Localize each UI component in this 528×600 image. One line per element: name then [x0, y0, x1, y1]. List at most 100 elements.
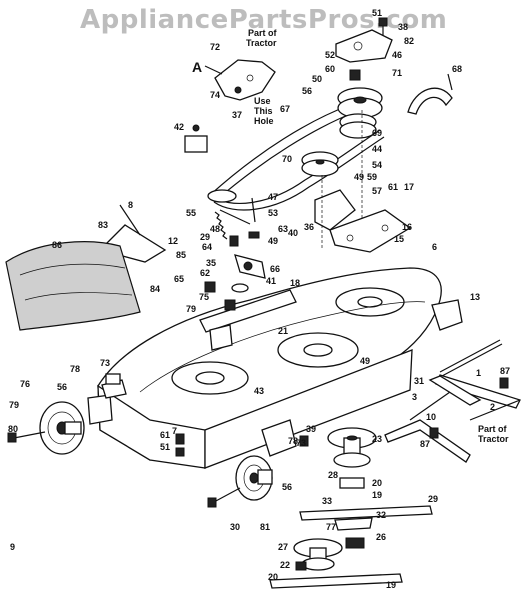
callout-56: 56 [57, 382, 67, 392]
callout-67: 67 [280, 104, 290, 114]
note-use-this-hole-line2: This [254, 106, 273, 116]
callout-75: 75 [199, 292, 209, 302]
note-part-of-tractor-top-line1: Part of [248, 28, 278, 38]
spindle-assembly-23 [327, 427, 377, 468]
bolt-75 [204, 281, 216, 293]
callout-49: 49 [354, 172, 364, 182]
bolt-81 [207, 487, 241, 508]
tractor-bracket-top-right [335, 29, 393, 63]
callout-59: 59 [367, 172, 377, 182]
callout-69: 69 [372, 128, 382, 138]
callout-10: 10 [426, 412, 436, 422]
callout-41: 41 [266, 276, 276, 286]
callout-3: 3 [412, 392, 417, 402]
pulley-71 [337, 87, 383, 119]
callout-2: 2 [490, 402, 495, 412]
callout-80: 80 [8, 424, 18, 434]
bolt-42 [192, 124, 200, 132]
callout-50: 50 [312, 74, 322, 84]
callout-21: 21 [278, 326, 288, 336]
callout-9: 9 [10, 542, 15, 552]
callout-35: 35 [206, 258, 216, 268]
callout-49: 49 [268, 236, 278, 246]
callout-78: 78 [288, 436, 298, 446]
callout-60: 60 [325, 64, 335, 74]
bolt-48 [229, 235, 239, 247]
callout-22: 22 [280, 560, 290, 570]
callout-48: 48 [210, 224, 220, 234]
belt-guide-68 [407, 87, 453, 115]
callout-15: 15 [394, 234, 404, 244]
callout-17: 17 [404, 182, 414, 192]
marker-a-left: A [192, 59, 202, 75]
bracket-73-left [105, 373, 121, 385]
callout-66: 66 [270, 264, 280, 274]
callout-28: 28 [328, 470, 338, 480]
callout-79: 79 [9, 400, 19, 410]
callout-64: 64 [202, 242, 212, 252]
pulley-69 [339, 113, 377, 139]
bolt-47 [251, 197, 256, 223]
callout-37: 37 [232, 110, 242, 120]
callout-20: 20 [372, 478, 382, 488]
callout-31: 31 [414, 376, 424, 386]
callout-49: 49 [360, 356, 370, 366]
callout-85: 85 [176, 250, 186, 260]
callout-56: 56 [302, 86, 312, 96]
callout-29: 29 [200, 232, 210, 242]
bolt-61 [175, 433, 185, 445]
callout-43: 43 [254, 386, 264, 396]
callout-87: 87 [500, 366, 510, 376]
rod-8 [119, 204, 141, 236]
callout-52: 52 [325, 50, 335, 60]
callout-19: 19 [372, 490, 382, 500]
callout-81: 81 [260, 522, 270, 532]
nut-51 [175, 447, 185, 457]
blade-32 [299, 505, 433, 521]
callout-12: 12 [168, 236, 178, 246]
gauge-wheel-77 [235, 455, 273, 501]
callout-65: 65 [174, 274, 184, 284]
callout-53: 53 [268, 208, 278, 218]
callout-77: 77 [326, 522, 336, 532]
idler-arm-36 [314, 189, 356, 231]
callout-84: 84 [150, 284, 160, 294]
callout-51: 51 [372, 8, 382, 18]
callout-19: 19 [386, 580, 396, 590]
note-part-of-tractor-right-line2: Tractor [478, 434, 509, 444]
adapter-33 [339, 477, 365, 489]
hanger-bracket [431, 299, 463, 331]
callout-30: 30 [230, 522, 240, 532]
rod-13 [439, 339, 501, 373]
callout-1: 1 [476, 368, 481, 378]
callout-61: 61 [160, 430, 170, 440]
baffle-41 [199, 289, 297, 333]
callout-23: 23 [372, 434, 382, 444]
callout-87: 87 [420, 439, 430, 449]
tractor-bracket-top-left [214, 59, 276, 101]
callout-86: 86 [52, 240, 62, 250]
blade-31 [269, 573, 403, 589]
callout-57: 57 [372, 186, 382, 196]
callout-18: 18 [290, 278, 300, 288]
callout-42: 42 [174, 122, 184, 132]
callout-56: 56 [282, 482, 292, 492]
nut-27 [345, 537, 365, 549]
callout-33: 33 [322, 496, 332, 506]
belt-67 [209, 104, 385, 211]
callout-83: 83 [98, 220, 108, 230]
callout-79: 79 [186, 304, 196, 314]
callout-70: 70 [282, 154, 292, 164]
callout-6: 6 [432, 242, 437, 252]
callout-46: 46 [392, 50, 402, 60]
note-part-of-tractor-top-line2: Tractor [246, 38, 277, 48]
callout-73: 73 [100, 358, 110, 368]
callout-38: 38 [398, 22, 408, 32]
callout-8: 8 [128, 200, 133, 210]
callout-82: 82 [404, 36, 414, 46]
note-use-this-hole-line1: Use [254, 96, 271, 106]
gauge-wheel-79 [39, 401, 85, 455]
callout-73: 73 [296, 438, 306, 448]
